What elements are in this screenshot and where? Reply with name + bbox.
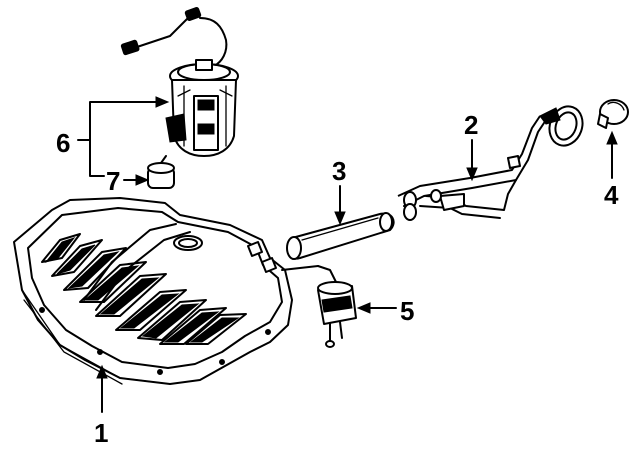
fuel-tank[interactable] xyxy=(13,197,293,385)
callout-4-arrowhead xyxy=(606,130,618,145)
rollover-valve[interactable] xyxy=(281,265,357,348)
callout-5-arrowhead xyxy=(356,302,371,314)
callout-6-arrowhead xyxy=(155,96,170,108)
fuel-pump-module[interactable] xyxy=(120,6,239,157)
callout-4-label: 4 xyxy=(604,180,619,210)
callout-6-bracket-lower xyxy=(89,139,105,177)
callout-3-label: 3 xyxy=(332,156,346,186)
callout-1-label: 1 xyxy=(94,418,108,448)
callout-3-arrowhead xyxy=(334,211,346,226)
callout-2-label: 2 xyxy=(464,110,478,140)
callout-6-bracket xyxy=(77,101,159,141)
callout-6-label: 6 xyxy=(56,128,70,158)
filler-pipe[interactable] xyxy=(397,102,588,221)
callout-7-arrowhead xyxy=(135,174,150,186)
callout-1-arrowhead xyxy=(96,364,108,379)
filler-hose[interactable] xyxy=(286,212,395,260)
callout-5-label: 5 xyxy=(400,296,414,326)
callout-2-arrowhead xyxy=(466,167,478,182)
fuel-cap[interactable] xyxy=(597,99,629,129)
callout-7-label: 7 xyxy=(106,166,120,196)
fuel-strainer[interactable] xyxy=(147,155,175,189)
